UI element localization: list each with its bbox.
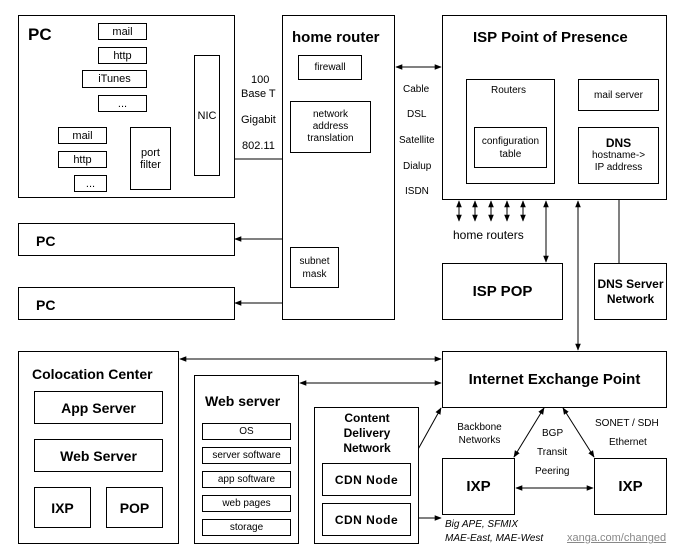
layer-app-software[interactable]: app software bbox=[202, 471, 291, 488]
link-type-100: 100 bbox=[251, 74, 270, 86]
layer-web-pages[interactable]: web pages bbox=[202, 495, 291, 512]
colo-ixp-box[interactable]: IXP bbox=[34, 487, 91, 528]
nic-box[interactable]: NIC bbox=[194, 55, 220, 176]
backbone-label: Backbone Networks bbox=[457, 422, 502, 446]
link-type-baset: Base T bbox=[241, 88, 276, 100]
layer-storage[interactable]: storage bbox=[202, 519, 291, 536]
dns-desc: hostname-> IP address bbox=[591, 150, 646, 173]
internet-exchange-point-box[interactable]: Internet Exchange Point bbox=[442, 351, 667, 408]
link-type-dialup: Dialup bbox=[403, 161, 432, 172]
physical-ethernet: Ethernet bbox=[609, 437, 647, 448]
label: IXP bbox=[51, 499, 74, 516]
label: ISP POP bbox=[472, 283, 533, 300]
label: CDN Node bbox=[334, 512, 399, 527]
ixp-right-box[interactable]: IXP bbox=[594, 458, 667, 515]
protocol-peering: Peering bbox=[535, 466, 570, 477]
routers-label: Routers bbox=[491, 85, 527, 96]
label: IXP bbox=[618, 478, 643, 495]
protocol-transit: Transit bbox=[537, 447, 568, 458]
pc-box-2[interactable]: PC bbox=[18, 223, 235, 256]
config-table-box[interactable]: configuration table bbox=[474, 127, 547, 168]
label: OS bbox=[239, 426, 254, 437]
colocation-title: Colocation Center bbox=[32, 366, 153, 382]
label: subnet mask bbox=[299, 255, 330, 280]
physical-sonet: SONET / SDH bbox=[595, 418, 659, 429]
label: IXP bbox=[466, 478, 491, 495]
colo-web-server-box[interactable]: Web Server bbox=[34, 439, 163, 472]
port-filter-box[interactable]: port filter bbox=[130, 127, 171, 190]
mail-server-box[interactable]: mail server bbox=[578, 79, 659, 111]
colo-pop-box[interactable]: POP bbox=[106, 487, 163, 528]
label: ... bbox=[117, 97, 128, 110]
ixp-examples-1: Big APE, SFMIX bbox=[445, 519, 518, 530]
isp-pop-main-title: ISP Point of Presence bbox=[473, 29, 628, 46]
protocol-bgp: BGP bbox=[542, 428, 564, 439]
link-type-satellite: Satellite bbox=[399, 135, 435, 146]
label: http bbox=[73, 153, 92, 166]
home-router-title: home router bbox=[292, 29, 380, 46]
app-http-out[interactable]: http bbox=[98, 47, 147, 64]
label: server software bbox=[212, 450, 281, 461]
ixp-left-box[interactable]: IXP bbox=[442, 458, 515, 515]
pc-title-3: PC bbox=[36, 297, 56, 313]
app-mail-in[interactable]: mail bbox=[58, 127, 107, 144]
cdn-title: Content Delivery Network bbox=[343, 411, 391, 455]
app-dots-out[interactable]: ... bbox=[98, 95, 147, 112]
web-server-title: Web server bbox=[205, 393, 281, 409]
dns-box[interactable]: DNS hostname-> IP address bbox=[578, 127, 659, 184]
subnet-mask-box[interactable]: subnet mask bbox=[290, 247, 339, 288]
label: DNS Server Network bbox=[597, 276, 664, 306]
link-type-dsl: DSL bbox=[407, 109, 427, 120]
link-type-80211: 802.11 bbox=[242, 140, 275, 152]
isp-pop-box[interactable]: ISP POP bbox=[442, 263, 563, 320]
app-itunes-out[interactable]: iTunes bbox=[82, 70, 147, 88]
dns-title: DNS bbox=[605, 136, 632, 150]
link-type-gigabit: Gigabit bbox=[241, 114, 276, 126]
label: web pages bbox=[222, 498, 271, 509]
label: app software bbox=[217, 474, 276, 485]
app-http-in[interactable]: http bbox=[58, 151, 107, 168]
label: firewall bbox=[314, 62, 346, 73]
label: http bbox=[113, 49, 132, 62]
label: CDN Node bbox=[334, 472, 399, 487]
app-mail-out[interactable]: mail bbox=[98, 23, 147, 40]
label: port filter bbox=[140, 146, 161, 171]
nat-box[interactable]: network address translation bbox=[290, 101, 371, 153]
home-routers-label: home routers bbox=[453, 228, 524, 242]
link-type-cable: Cable bbox=[403, 84, 430, 95]
wire-ixp-right bbox=[562, 407, 595, 458]
label: NIC bbox=[197, 109, 217, 122]
label: configuration table bbox=[481, 135, 540, 160]
label: Web Server bbox=[60, 447, 137, 464]
label: POP bbox=[119, 499, 150, 516]
label: storage bbox=[229, 522, 264, 533]
firewall-box[interactable]: firewall bbox=[298, 55, 362, 80]
label: App Server bbox=[61, 399, 136, 416]
app-dots-in[interactable]: ... bbox=[74, 175, 107, 192]
dns-server-network-box[interactable]: DNS Server Network bbox=[594, 263, 667, 320]
pc-box-3[interactable]: PC bbox=[18, 287, 235, 320]
cdn-node-2[interactable]: CDN Node bbox=[322, 503, 411, 536]
pc-title-2: PC bbox=[36, 233, 56, 249]
label: network address translation bbox=[307, 109, 354, 144]
app-server-box[interactable]: App Server bbox=[34, 391, 163, 424]
cdn-node-1[interactable]: CDN Node bbox=[322, 463, 411, 496]
label: mail server bbox=[594, 89, 643, 101]
credit-link[interactable]: xanga.com/changed bbox=[567, 532, 667, 544]
label: mail bbox=[72, 129, 93, 142]
label: iTunes bbox=[98, 73, 131, 85]
layer-server-software[interactable]: server software bbox=[202, 447, 291, 464]
link-type-isdn: ISDN bbox=[405, 186, 429, 197]
label: Internet Exchange Point bbox=[468, 371, 641, 388]
label: ... bbox=[85, 177, 96, 190]
wire-ixp-left bbox=[513, 407, 545, 458]
pc-main-title: PC bbox=[28, 25, 52, 44]
label: mail bbox=[112, 25, 133, 38]
layer-os[interactable]: OS bbox=[202, 423, 291, 440]
ixp-examples-2: MAE-East, MAE-West bbox=[445, 533, 544, 544]
